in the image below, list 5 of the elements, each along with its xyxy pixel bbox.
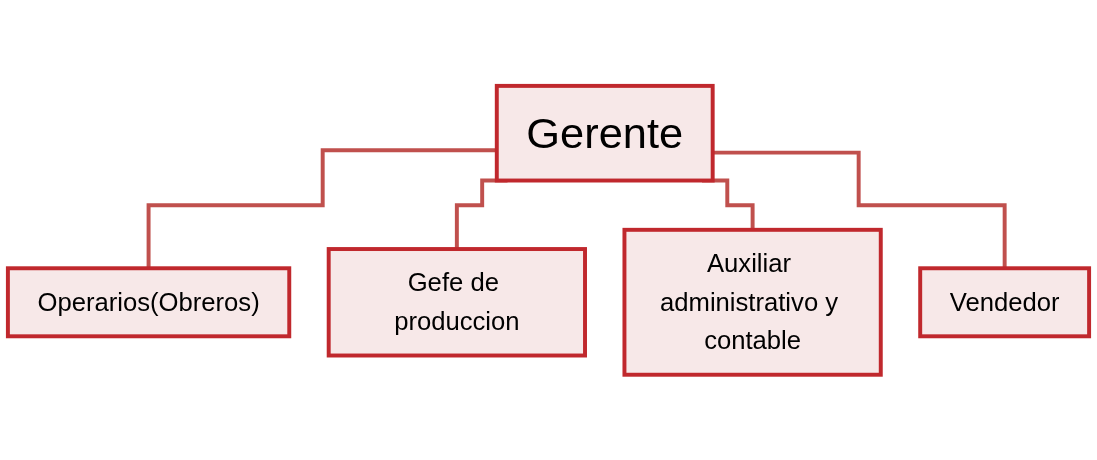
node-box: Gefe de produccion <box>326 246 587 358</box>
node-box: Auxiliar administrativo y contable <box>622 227 883 377</box>
node-box: Gerente <box>494 83 715 183</box>
node-box: Vendedor <box>918 265 1092 338</box>
node-box: Operarios(Obreros) <box>5 265 292 338</box>
